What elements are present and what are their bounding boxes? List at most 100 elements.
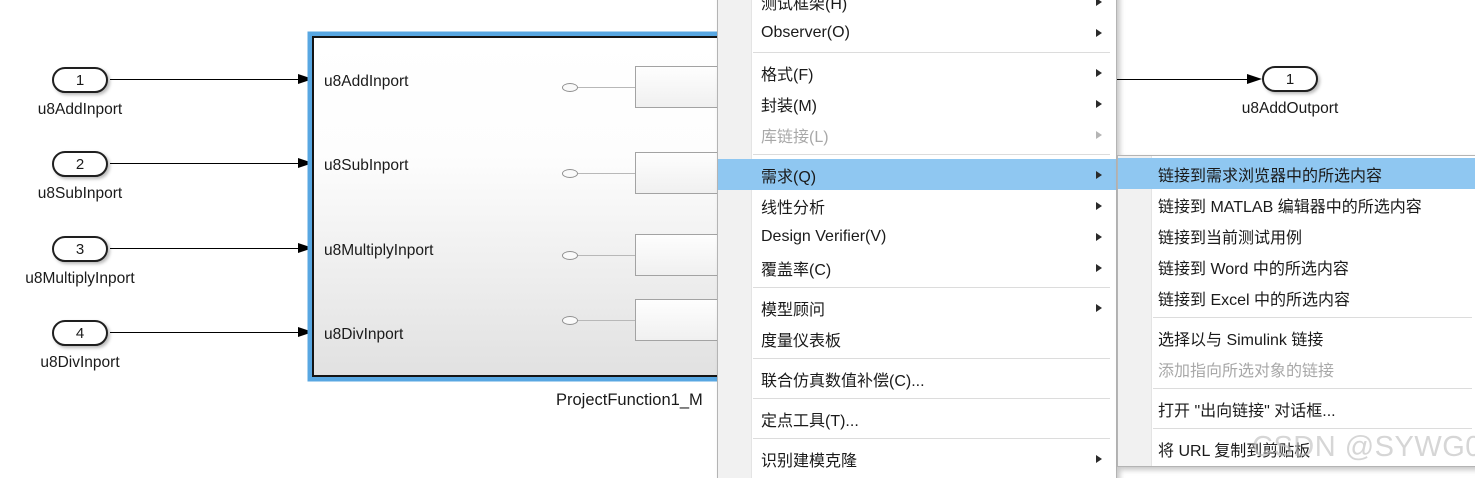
inport-label[interactable]: u8SubInport (37, 185, 123, 202)
menu-item[interactable]: 线性分析 (718, 190, 1116, 221)
menu-item-label: 库链接(L) (761, 128, 829, 146)
menu-item-label: 链接到 Word 中的所选内容 (1158, 260, 1349, 278)
context-menu: 测试框架(H) Observer(O) 格式(F) 封装(M) 库链接(L) 需求(Q) 线… (717, 0, 1117, 478)
signal-arrowhead-icon (298, 158, 313, 168)
menu-item[interactable]: 覆盖率(C) (718, 252, 1116, 283)
signal-arrowhead-icon (298, 327, 313, 337)
subsystem-port-label: u8SubInport (324, 157, 409, 174)
menu-item[interactable]: 链接到 Word 中的所选内容 (1118, 251, 1475, 282)
menu-item-label: 需求(Q) (761, 168, 817, 186)
menu-item-label: 度量仪表板 (761, 332, 842, 350)
signal-line[interactable] (110, 332, 298, 333)
preview-port-icon (562, 169, 578, 178)
signal-arrowhead-icon (1247, 74, 1262, 84)
inport-label[interactable]: u8DivInport (40, 354, 120, 371)
inport-block-2[interactable]: 2 (52, 151, 108, 177)
menu-item[interactable]: 将 URL 复制到剪贴板 (1118, 433, 1475, 464)
menu-item-label: 打开 "出向链接" 对话框... (1158, 402, 1336, 420)
subsystem-block[interactable]: u8AddInport u8SubInport u8MultiplyInport… (312, 36, 734, 377)
signal-arrowhead-icon (298, 243, 313, 253)
signal-line[interactable] (1040, 79, 1250, 80)
preview-port-icon (562, 316, 578, 325)
preview-line (578, 173, 635, 174)
preview-line (578, 255, 635, 256)
menu-item[interactable]: 链接到当前测试用例 (1118, 220, 1475, 251)
menu-item-label: 定点工具(T)... (761, 412, 859, 430)
inport-label[interactable]: u8AddInport (37, 101, 123, 118)
menu-item-label: 选择以与 Simulink 链接 (1158, 331, 1324, 349)
menu-item-label: 链接到 Excel 中的所选内容 (1158, 291, 1351, 309)
inport-block-3[interactable]: 3 (52, 236, 108, 262)
menu-item-label: 将 URL 复制到剪贴板 (1158, 442, 1311, 460)
requirements-submenu: 链接到需求浏览器中的所选内容链接到 MATLAB 编辑器中的所选内容链接到当前测… (1117, 155, 1475, 467)
menu-item-label: 封装(M) (761, 97, 817, 115)
menu-item-label: 格式(F) (761, 66, 814, 84)
menu-item[interactable]: 库链接(L) (718, 119, 1116, 150)
inport-number: 3 (75, 240, 85, 258)
menu-item[interactable]: Design Verifier(V) (718, 221, 1116, 252)
menu-item-label: Observer(O) (761, 23, 850, 41)
menu-separator (1153, 388, 1472, 389)
menu-item[interactable]: 测试框架(H) (718, 0, 1116, 17)
menu-separator (753, 398, 1110, 399)
menu-item-label: 添加指向所选对象的链接 (1158, 362, 1335, 380)
menu-item[interactable]: 添加指向所选对象的链接 (1118, 353, 1475, 384)
submenu-arrow-icon (1096, 303, 1102, 312)
submenu-arrow-icon (1096, 170, 1102, 179)
inport-block-4[interactable]: 4 (52, 320, 108, 346)
submenu-arrow-icon (1096, 28, 1102, 37)
signal-arrowhead-icon (298, 74, 313, 84)
menu-item[interactable]: 选择以与 Simulink 链接 (1118, 322, 1475, 353)
menu-item[interactable]: 链接到需求浏览器中的所选内容 (1118, 158, 1475, 189)
menu-icon-gutter (718, 0, 752, 478)
inport-number: 4 (75, 324, 85, 342)
outport-number: 1 (1285, 70, 1295, 88)
menu-item[interactable]: 链接到 MATLAB 编辑器中的所选内容 (1118, 189, 1475, 220)
menu-icon-gutter (1118, 156, 1152, 466)
menu-item[interactable]: 需求(Q) (718, 159, 1116, 190)
menu-item-label: 识别建模克隆 (761, 452, 858, 470)
preview-line (578, 320, 635, 321)
menu-item-label: 联合仿真数值补偿(C)... (761, 372, 925, 390)
menu-item[interactable]: 联合仿真数值补偿(C)... (718, 363, 1116, 394)
inport-number: 1 (75, 71, 85, 89)
menu-item[interactable]: 模型顾问 (718, 292, 1116, 323)
menu-item[interactable]: 度量仪表板 (718, 323, 1116, 354)
menu-item-label: 线性分析 (761, 199, 826, 217)
preview-line (578, 87, 635, 88)
submenu-arrow-icon (1096, 201, 1102, 210)
inport-label[interactable]: u8MultiplyInport (25, 270, 135, 287)
watermark-text: CSDN @SYWG0 (1252, 431, 1475, 463)
signal-line[interactable] (110, 163, 298, 164)
menu-item[interactable]: 定点工具(T)... (718, 403, 1116, 434)
menu-separator (753, 287, 1110, 288)
menu-item-label: 覆盖率(C) (761, 261, 832, 279)
menu-separator (1153, 317, 1472, 318)
subsystem-port-label: u8MultiplyInport (324, 242, 434, 259)
submenu-arrow-icon (1096, 263, 1102, 272)
menu-item-label: 链接到当前测试用例 (1158, 229, 1303, 247)
menu-separator (753, 52, 1110, 53)
subsystem-port-label: u8DivInport (324, 326, 404, 343)
menu-item[interactable]: Observer(O) (718, 17, 1116, 48)
menu-item[interactable]: 链接到 Excel 中的所选内容 (1118, 282, 1475, 313)
menu-item[interactable]: 识别建模克隆 (718, 443, 1116, 474)
menu-item-label: 链接到需求浏览器中的所选内容 (1158, 167, 1383, 185)
signal-line[interactable] (110, 248, 298, 249)
outport-block-1[interactable]: 1 (1262, 66, 1318, 92)
subsystem-port-label: u8AddInport (324, 73, 409, 90)
outport-label[interactable]: u8AddOutport (1241, 100, 1339, 117)
menu-item-label: 模型顾问 (761, 301, 826, 319)
signal-line[interactable] (110, 79, 298, 80)
menu-item[interactable]: 打开 "出向链接" 对话框... (1118, 393, 1475, 424)
menu-item[interactable]: 封装(M) (718, 88, 1116, 119)
menu-item-label: Design Verifier(V) (761, 227, 887, 245)
inport-block-1[interactable]: 1 (52, 67, 108, 93)
subsystem-name-label[interactable]: ProjectFunction1_M (556, 391, 703, 409)
submenu-arrow-icon (1096, 68, 1102, 77)
menu-item[interactable]: 格式(F) (718, 57, 1116, 88)
menu-separator (753, 154, 1110, 155)
submenu-arrow-icon (1096, 99, 1102, 108)
menu-separator (1153, 428, 1472, 429)
